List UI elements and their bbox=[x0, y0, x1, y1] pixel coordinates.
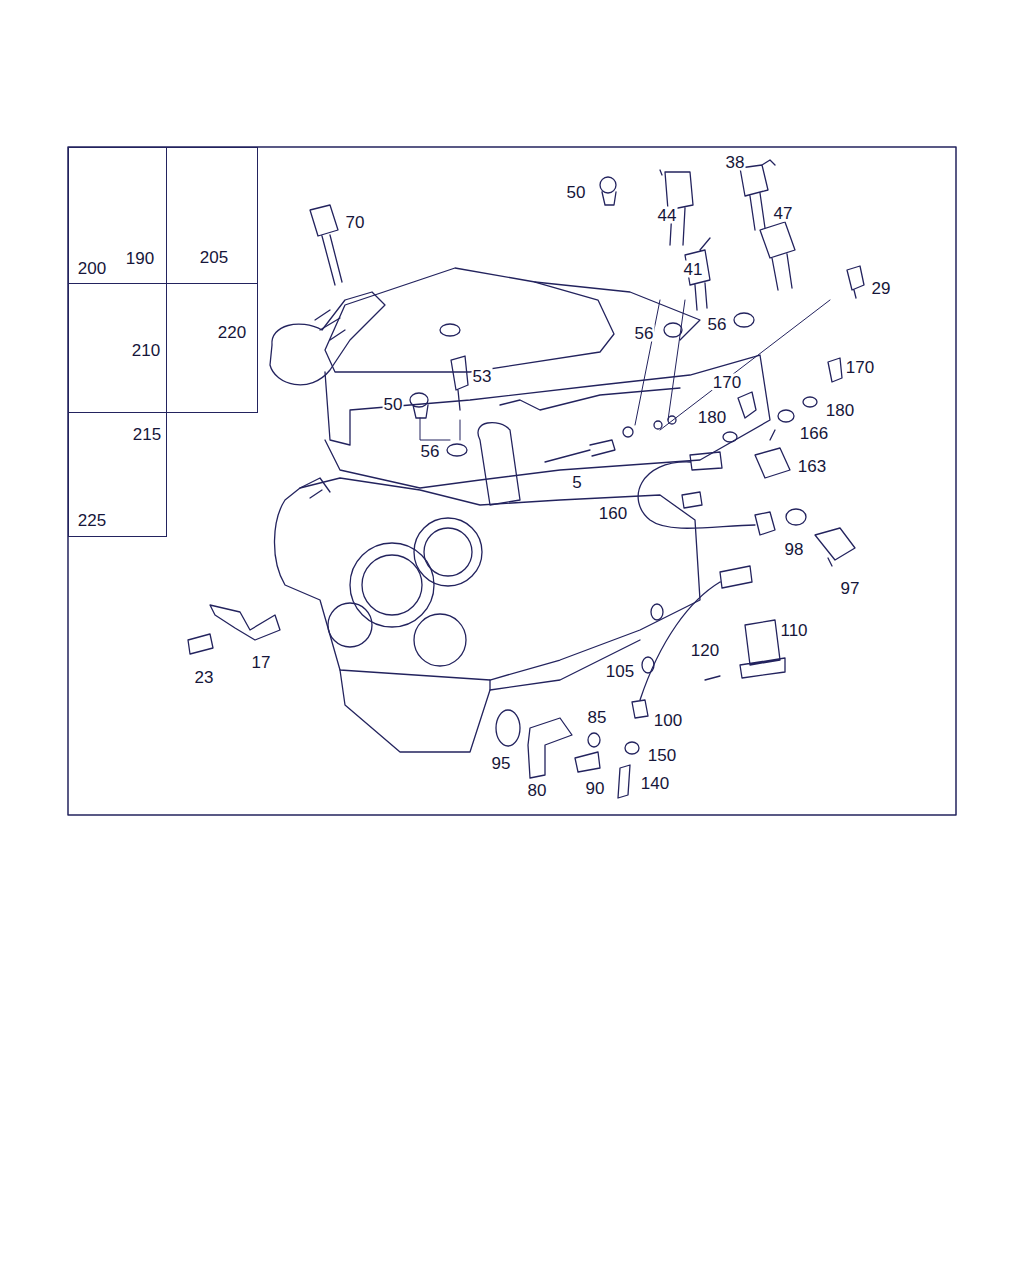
callout-number: 47 bbox=[773, 205, 794, 222]
callout-number: 56 bbox=[420, 443, 441, 460]
callout-number: 190 bbox=[125, 250, 155, 267]
callout-number: 95 bbox=[491, 755, 512, 772]
callout-number: 170 bbox=[845, 359, 875, 376]
callout-number: 44 bbox=[657, 207, 678, 224]
callout-number: 23 bbox=[194, 669, 215, 686]
callout-number: 120 bbox=[690, 642, 720, 659]
callout-number: 5 bbox=[571, 474, 582, 491]
callout-number: 110 bbox=[779, 622, 808, 639]
callout-number: 220 bbox=[217, 324, 247, 341]
callout-number: 38 bbox=[725, 154, 746, 171]
callout-number: 80 bbox=[527, 782, 548, 799]
callout-number: 50 bbox=[566, 184, 587, 201]
callout-number: 70 bbox=[345, 214, 366, 231]
sensor-70 bbox=[310, 205, 342, 285]
callout-number: 85 bbox=[587, 709, 608, 726]
callout-number: 166 bbox=[799, 425, 829, 442]
callout-number: 90 bbox=[585, 780, 606, 797]
callout-number: 150 bbox=[647, 747, 677, 764]
inset-panel: 210 bbox=[68, 283, 167, 413]
callout-number: 180 bbox=[697, 409, 727, 426]
callout-number: 98 bbox=[784, 541, 805, 558]
callout-number: 17 bbox=[251, 654, 272, 671]
callout-number: 170 bbox=[712, 374, 742, 391]
callout-number: 29 bbox=[871, 280, 892, 297]
callout-number: 205 bbox=[199, 249, 229, 266]
callout-number: 56 bbox=[634, 325, 655, 342]
inset-panel: 205 bbox=[166, 147, 258, 284]
callout-number: 140 bbox=[640, 775, 670, 792]
callout-number: 50 bbox=[383, 396, 404, 413]
callout-number: 210 bbox=[131, 342, 161, 359]
inset-panel: 220 bbox=[166, 283, 258, 413]
callout-number: 225 bbox=[77, 512, 107, 529]
inset-panel: 215 225 bbox=[68, 412, 167, 537]
frame bbox=[68, 147, 956, 815]
callout-number: 105 bbox=[605, 663, 635, 680]
callout-number: 200 bbox=[77, 260, 107, 277]
callout-number: 53 bbox=[472, 368, 493, 385]
callout-number: 56 bbox=[707, 316, 728, 333]
inset-panel: 200 190 bbox=[68, 147, 167, 284]
callout-number: 163 bbox=[797, 458, 827, 475]
callout-number: 215 bbox=[132, 426, 162, 443]
callout-number: 180 bbox=[825, 402, 855, 419]
callout-number: 97 bbox=[840, 580, 861, 597]
callout-number: 160 bbox=[598, 505, 628, 522]
callout-number: 41 bbox=[683, 261, 704, 278]
callout-number: 100 bbox=[653, 712, 683, 729]
